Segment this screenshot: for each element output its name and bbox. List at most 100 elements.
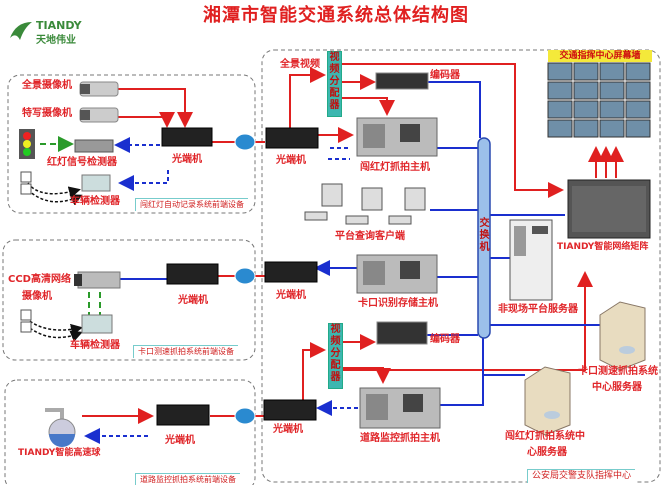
vehicle-detector-label: 车辆检测器: [70, 340, 120, 351]
vehicle-detector-label: 车辆检测器: [70, 196, 120, 207]
encoder-label: 编码器: [430, 334, 460, 345]
logo: TIANDY 天地伟业: [8, 20, 88, 50]
panorama-camera-icon: [79, 81, 119, 97]
optical-transceiver-icon: [264, 261, 318, 283]
checkpoint-host-label: 卡口识别存储主机: [358, 298, 438, 309]
redlight-server-label: 闯红灯抓拍系统中: [505, 431, 585, 442]
video-wall-screen: [599, 100, 625, 119]
group-caption-checkpoint: 卡口测速抓拍系统前端设备: [133, 345, 238, 358]
panorama-video-label: 全景视频: [280, 59, 320, 70]
road-host-icon: [359, 387, 441, 429]
red-light-host-label: 闯红灯抓拍主机: [360, 162, 430, 173]
video-splitter: 视频分配器: [328, 323, 343, 389]
encoder-icon: [375, 72, 429, 90]
speed-dome-label: TIANDY智能高速球: [18, 448, 101, 458]
offsite-server-label: 非现场平台服务器: [498, 304, 578, 315]
checkpoint-server-icon: [599, 301, 646, 371]
video-splitter: 视频分配器: [327, 51, 342, 117]
fiber-link-icon: [234, 133, 256, 151]
video-wall-screen: [573, 81, 599, 100]
matrix-icon: [567, 179, 651, 239]
red-light-host-icon: [356, 117, 438, 157]
optical-transceiver-icon: [156, 404, 210, 426]
optical-transceiver-icon: [161, 127, 213, 147]
ccd-camera-label-2: 摄像机: [22, 291, 52, 302]
group-checkpoint-box: [2, 239, 256, 361]
checkpoint-server-label-2: 中心服务器: [592, 382, 642, 393]
red-signal-detector-label: 红灯信号检测器: [47, 157, 117, 168]
optical-transceiver-label: 光端机: [178, 295, 208, 306]
optical-transceiver-icon: [263, 399, 317, 421]
video-wall-screen: [547, 81, 573, 100]
checkpoint-host-icon: [356, 254, 438, 294]
signal-links: [40, 136, 101, 315]
video-wall-screen: [625, 100, 651, 119]
vehicle-detector-icon: [81, 314, 113, 334]
closeup-camera-icon: [79, 107, 119, 123]
fiber-link-icons: [234, 133, 256, 425]
client-computers-icon: [304, 183, 426, 225]
logo-text-en: TIANDY: [36, 19, 82, 32]
ccd-camera-label: CCD高清网络: [8, 274, 71, 285]
page-title: 湘潭市智能交通系统总体结构图: [203, 5, 469, 26]
logo-leaf-icon: [10, 22, 32, 40]
video-wall-icon: [547, 62, 651, 138]
redlight-server-icon: [524, 366, 571, 436]
group-center-box: [261, 49, 661, 483]
checkpoint-server-label: 卡口测速抓拍系统: [578, 366, 658, 377]
loop-links: [25, 182, 83, 342]
optical-transceiver-label: 光端机: [165, 435, 195, 446]
query-clients-label: 平台查询客户端: [335, 231, 405, 242]
red-signal-detector-icon: [74, 139, 114, 153]
video-wall-screen: [547, 100, 573, 119]
video-wall-screen: [573, 62, 599, 81]
video-wall-screen: [599, 62, 625, 81]
ccd-camera-icon: [74, 271, 121, 289]
video-wall-screen: [547, 119, 573, 138]
closeup-camera-label: 特写摄像机: [22, 108, 72, 119]
video-wall-title: 交通指挥中心屏幕墙: [548, 50, 652, 62]
video-wall-screen: [547, 62, 573, 81]
panorama-camera-label: 全景摄像机: [22, 80, 72, 91]
video-links: [82, 63, 624, 424]
matrix-label: TIANDY智能网络矩阵: [557, 242, 649, 252]
video-wall-screen: [573, 100, 599, 119]
offsite-server-rack-icon: [509, 219, 553, 301]
optical-transceivers: [156, 127, 319, 426]
video-wall-screen: [625, 119, 651, 138]
switch-label: 交换机: [479, 218, 490, 253]
video-wall-screen: [599, 81, 625, 100]
redlight-server-label-2: 心服务器: [527, 447, 567, 458]
video-wall-screen: [625, 62, 651, 81]
group-red-light-box: [7, 74, 256, 214]
optical-transceiver-icon: [166, 263, 219, 285]
video-wall-screen: [573, 119, 599, 138]
video-wall-screen: [625, 81, 651, 100]
group-caption-road: 道路监控抓拍系统前端设备: [135, 473, 240, 485]
speed-dome-icon: [45, 408, 76, 447]
group-caption-center: 公安局交警支队指挥中心: [527, 469, 636, 483]
encoder-label: 编码器: [430, 70, 460, 81]
group-road-box: [4, 379, 256, 485]
road-host-label: 道路监控抓拍主机: [360, 433, 440, 444]
control-links: [84, 137, 358, 444]
loop-sensor-icon: [20, 309, 32, 333]
loop-sensor-icon: [20, 171, 32, 195]
switch-icon: [477, 137, 491, 339]
optical-transceiver-label: 光端机: [276, 155, 306, 166]
optical-transceiver-label: 光端机: [276, 290, 306, 301]
fiber-link-icon: [234, 267, 256, 285]
logo-text-cn: 天地伟业: [36, 35, 76, 46]
encoder-icon: [376, 321, 428, 345]
video-wall-screen: [599, 119, 625, 138]
optical-transceiver-label: 光端机: [273, 424, 303, 435]
optical-transceiver-icon: [265, 127, 319, 149]
fiber-link-icon: [234, 407, 256, 425]
vehicle-detector-icon: [81, 174, 111, 192]
group-caption-red-light: 闯红灯自动记录系统前端设备: [135, 198, 248, 211]
optical-transceiver-label: 光端机: [172, 154, 202, 165]
network-links: [120, 81, 600, 406]
traffic-light-icon: [19, 129, 35, 159]
